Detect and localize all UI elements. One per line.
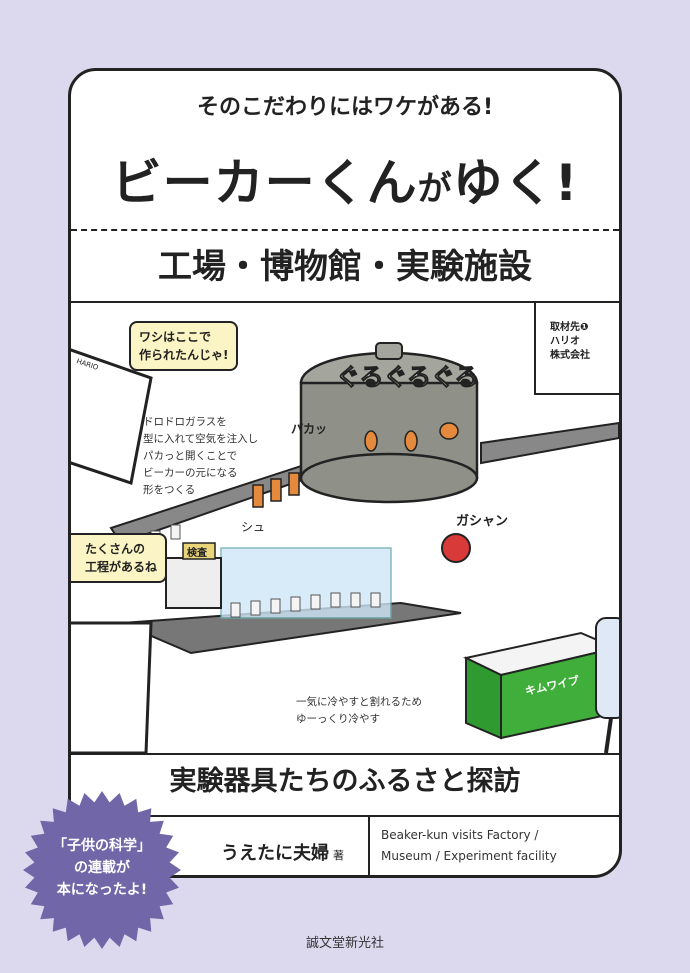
pipette-character [595,617,619,753]
bubble-line: たくさんの [85,542,146,556]
sfx-pop: パカッ [291,422,327,436]
divider [71,815,619,817]
factory-illustration: ぐるぐるぐる パカッ シュ ガシャン 検査 HARIO キムワイプ [71,342,619,753]
speech-bubble-many-steps: たくさんの 工程があるね [71,533,168,583]
sfx-spin: ぐるぐるぐる [336,363,479,391]
cooling-tank [220,547,392,619]
bubble-line: ワシはここで [139,330,212,344]
sfx-steam: シュ [241,520,265,534]
beaker-character-bottom [71,621,153,753]
note-line: 形をつくる [143,484,196,496]
bubble-line: 作られたんじゃ! [139,348,229,362]
book-cover-card: そのこだわりにはワケがある! ビーカーくんがゆく! 工場・博物館・実験施設 ぐる… [68,68,622,878]
source-label: 取材先❶ [550,322,589,333]
note-mold-process: ドロドロガラスを 型に入れて空気を注入し パカっと開くことで ビーカーの元になる… [143,414,258,499]
beaker-character-top: HARIO [71,348,153,485]
starburst-badge [23,791,181,949]
english-title-line: Museum / Experiment facility [381,849,557,863]
speech-bubble-made-here: ワシはここで 作られたんじゃ! [129,321,239,371]
book-title: ビーカーくんがゆく! [71,143,619,215]
badge-line: 「子供の科学」 [53,838,151,854]
note-line: パカっと開くことで [143,450,238,462]
english-title: Beaker-kun visits Factory / Museum / Exp… [381,825,557,867]
inspection-booth [165,557,222,609]
interview-source-box: 取材先❶ ハリオ 株式会社 [534,303,619,395]
divider [71,301,619,303]
conveyor-right [480,421,619,465]
bubble-line: 工程があるね [85,560,158,574]
inspection-sign: 検査 [187,546,208,559]
tagline: そのこだわりにはワケがある! [196,95,494,120]
note-slow-cooling: 一気に冷やすと割れるため ゆーっくり冷やす [296,694,422,728]
badge-line: 本になったよ! [56,882,148,898]
title-end: ゆく! [452,154,579,212]
tissue-box-character: キムワイプ [462,631,619,740]
bottom-title: 実験器具たちのふるさと探訪 [169,766,521,797]
source-company-1: ハリオ [550,336,580,347]
note-line: ドロドロガラスを [143,416,227,428]
title-ga: が [417,169,453,209]
publisher: 誠文堂新光社 [305,936,384,951]
badge-line: の連載が [74,860,130,876]
note-line: ゆーっくり冷やす [296,713,380,725]
book-subtitle: 工場・博物館・実験施設 [158,247,532,287]
dashed-divider [71,229,619,231]
author: うえたに夫婦著 [221,839,344,865]
english-title-line: Beaker-kun visits Factory / [381,828,539,842]
note-line: 一気に冷やすと割れるため [296,696,422,708]
vertical-divider [368,815,370,875]
source-company-2: 株式会社 [550,350,590,361]
author-suffix: 著 [333,849,344,862]
author-name: うえたに夫婦 [221,843,329,864]
note-line: 型に入れて空気を注入し [143,433,259,445]
divider [71,753,619,755]
title-main: ビーカーくん [111,154,418,212]
badge-text: 「子供の科学」 の連載が 本になったよ! [22,835,182,901]
sfx-clank: ガシャン [456,514,508,529]
note-line: ビーカーの元になる [143,467,238,479]
